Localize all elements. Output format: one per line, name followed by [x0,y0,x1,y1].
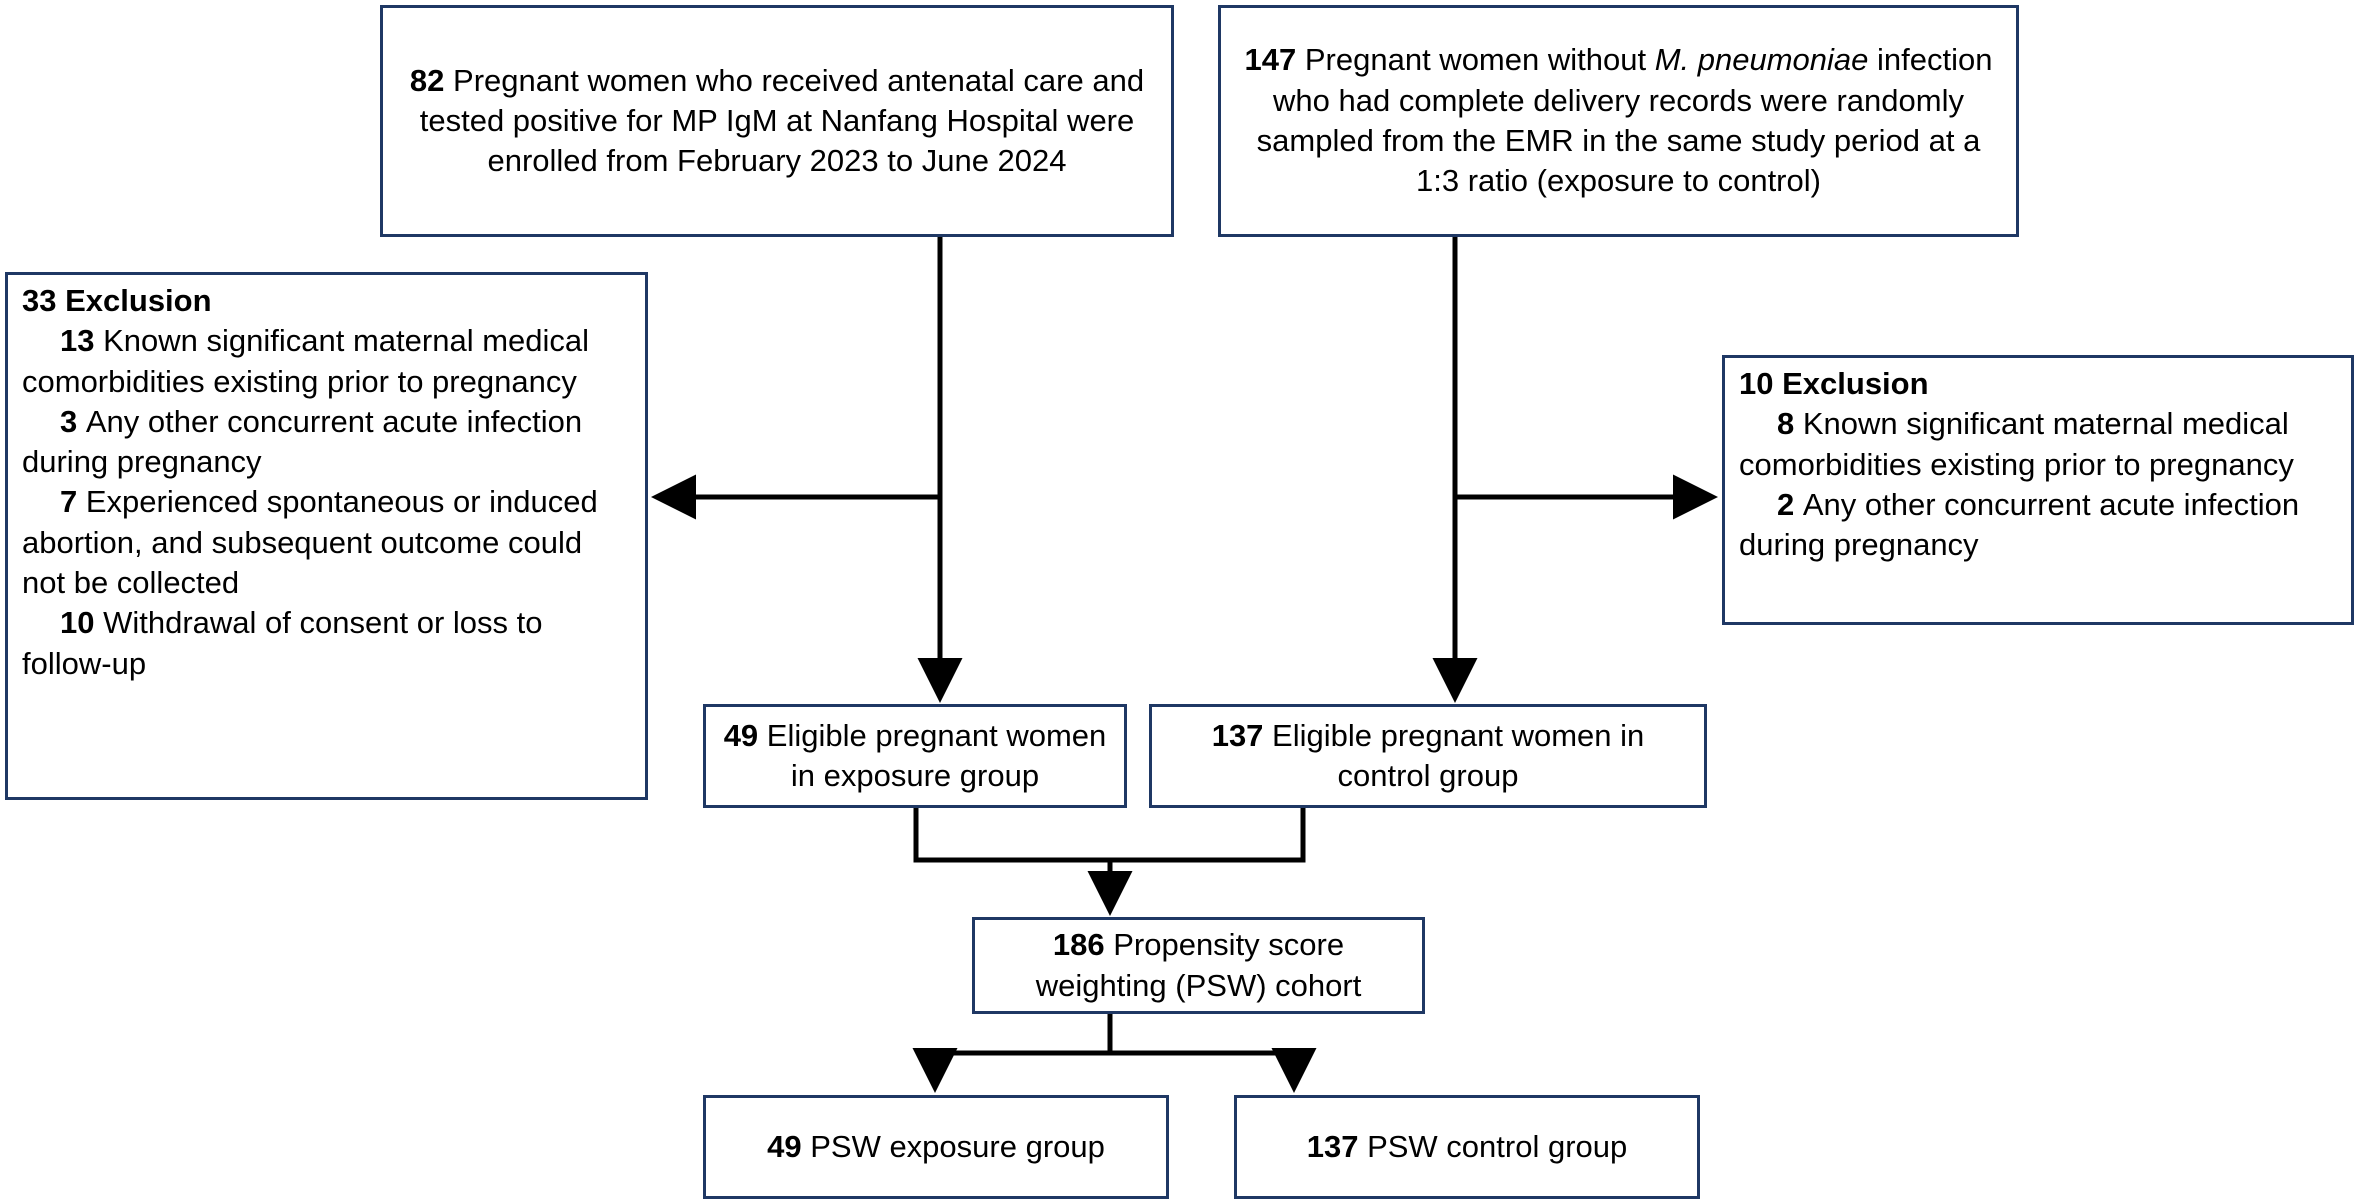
exclusion-right-title: Exclusion [1782,366,1929,401]
exclusion-right-item-text: Any other concurrent acute infection dur… [1739,486,2300,563]
exclusion-left-item: 10 Withdrawal of consent or loss to foll… [22,603,631,684]
box-exclusion-right: 10 Exclusion 8 Known significant materna… [1722,355,2354,625]
exclusion-left-item-text: Any other concurrent acute infection dur… [22,403,583,480]
enrollment-control-text-pre: Pregnant women without [1304,42,1655,78]
exclusion-left-item: 13 Known significant maternal medical co… [22,321,631,402]
enrollment-control-italic-term: M. pneumoniae [1654,42,1869,78]
psw-cohort-count: 186 [1052,927,1114,963]
enrollment-control-count: 147 [1244,42,1305,78]
exclusion-left-item-count: 7 [60,484,86,520]
connector-merge-to-psw [913,808,1306,863]
box-exclusion-left: 33 Exclusion 13 Known significant matern… [5,272,648,800]
enrollment-control-text-post: infection who had complete delivery reco… [1256,42,1993,199]
eligible-exposure-count: 49 [723,717,767,753]
box-eligible-control: 137 Eligible pregnant women in control g… [1149,704,1707,808]
psw-control-text: PSW control group [1367,1128,1628,1164]
exclusion-right-item-text: Known significant maternal medical comor… [1739,406,2294,482]
exclusion-left-item-count: 3 [60,403,86,439]
connector-psw-split-right [1110,1048,1317,1093]
box-psw-control: 137 PSW control group [1234,1095,1700,1199]
psw-control-count: 137 [1306,1128,1368,1164]
exclusion-left-item-text: Withdrawal of consent or loss to follow-… [22,605,543,681]
psw-cohort-text: Propensity score weighting (PSW) cohort [1035,927,1362,1003]
exclusion-left-item-count: 13 [60,323,104,359]
enrollment-exposure-count: 82 [409,62,454,98]
box-psw-cohort: 186 Propensity score weighting (PSW) coh… [972,917,1425,1014]
box-psw-exposure: 49 PSW exposure group [703,1095,1169,1199]
eligible-exposure-text: Eligible pregnant women in exposure grou… [766,717,1107,793]
exclusion-left-count: 33 [22,283,66,318]
exclusion-right-item-count: 2 [1777,486,1803,522]
exclusion-left-item-text: Known significant maternal medical comor… [22,323,590,399]
psw-exposure-count: 49 [767,1128,811,1164]
exclusion-left-item: 7 Experienced spontaneous or induced abo… [22,482,631,603]
connector-psw-split [912,1014,1113,1093]
exclusion-right-item-count: 8 [1777,406,1803,442]
psw-exposure-text: PSW exposure group [810,1128,1105,1164]
exclusion-left-title: Exclusion [65,283,212,318]
enrollment-exposure-text: Pregnant women who received antenatal ca… [419,62,1145,179]
eligible-control-count: 137 [1211,717,1273,753]
exclusion-left-item-count: 10 [60,605,104,641]
eligible-control-text: Eligible pregnant women in control group [1272,717,1645,793]
exclusion-right-count: 10 [1739,366,1783,401]
box-eligible-exposure: 49 Eligible pregnant women in exposure g… [703,704,1127,808]
box-enrollment-exposure: 82 Pregnant women who received antenatal… [380,5,1174,237]
exclusion-right-item: 8 Known significant maternal medical com… [1739,404,2337,485]
box-enrollment-control: 147 Pregnant women without M. pneumoniae… [1218,5,2019,237]
exclusion-left-item: 3 Any other concurrent acute infection d… [22,402,631,483]
exclusion-right-item: 2 Any other concurrent acute infection d… [1739,485,2337,566]
exclusion-left-item-text: Experienced spontaneous or induced abort… [22,484,598,601]
